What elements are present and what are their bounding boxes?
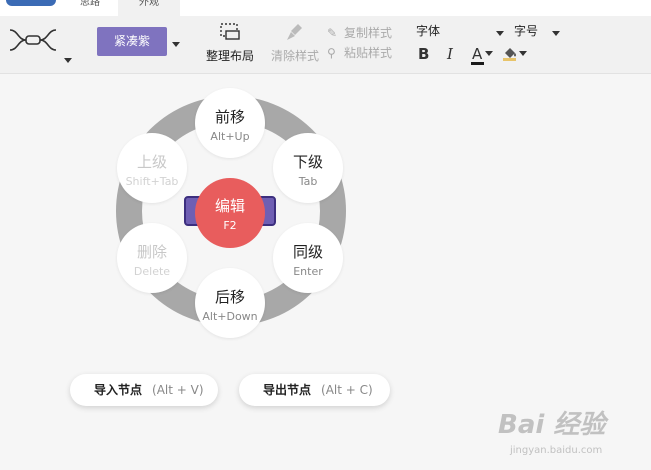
paste-style-label: 粘贴样式 [344, 46, 393, 60]
move-down-button[interactable]: 后移 Alt+Down [195, 268, 265, 338]
tab-idea[interactable]: 思路 [80, 0, 100, 8]
add-child-shortcut: Tab [298, 175, 318, 188]
font-family-value: 字体 [416, 24, 441, 38]
paste-style-button[interactable]: ⚲ 粘贴样式 [327, 44, 392, 61]
theme-dropdown-caret[interactable] [172, 42, 180, 47]
move-down-label: 后移 [214, 288, 245, 306]
layout-icon [220, 23, 240, 40]
font-size-caret[interactable] [552, 31, 560, 36]
structure-dropdown-caret[interactable] [64, 58, 72, 63]
move-up-button[interactable]: 前移 Alt+Up [195, 88, 265, 158]
add-child-button[interactable]: 下级 Tab [273, 133, 343, 203]
export-node-label: 导出节点 [263, 383, 312, 397]
tab-strip: 思路 外观 [0, 0, 651, 16]
copy-style-label: 复制样式 [344, 26, 393, 40]
copy-style-button[interactable]: ✎ 复制样式 [327, 24, 392, 41]
import-node-button[interactable]: 导入节点 (Alt + V) [70, 374, 218, 406]
import-node-label: 导入节点 [94, 383, 143, 397]
export-node-shortcut: (Alt + C) [321, 383, 373, 397]
app-menu-button[interactable] [6, 0, 56, 6]
move-up-label: 前移 [214, 108, 245, 126]
edit-shortcut: F2 [223, 219, 237, 232]
font-color-caret[interactable] [485, 51, 493, 56]
delete-button[interactable]: 删除 Delete [117, 223, 187, 293]
edit-label: 编辑 [214, 197, 245, 215]
add-parent-shortcut: Shift+Tab [125, 175, 179, 188]
add-parent-label: 上级 [136, 153, 167, 171]
baidu-jingyan-watermark: Bai 经验 jingyan.baidu.com [498, 400, 648, 464]
toolbar: 紧凑紫 整理布局 清除样式 ✎ 复制样式 ⚲ 粘贴样式 字体 字号 [0, 16, 651, 74]
watermark-url: jingyan.baidu.com [510, 445, 603, 456]
add-parent-button[interactable]: 上级 Shift+Tab [117, 133, 187, 203]
font-size-value: 字号 [514, 24, 539, 38]
theme-button[interactable]: 紧凑紫 [97, 27, 167, 56]
font-family-caret[interactable] [496, 31, 504, 36]
add-child-label: 下级 [292, 153, 323, 171]
background-color-caret[interactable] [519, 51, 527, 56]
font-family-select[interactable]: 字体 [416, 22, 506, 39]
clear-style-label: 清除样式 [270, 49, 319, 63]
delete-label: 删除 [136, 243, 167, 261]
structure-selector[interactable] [8, 22, 74, 62]
arrange-layout-label: 整理布局 [205, 49, 254, 63]
font-color-swatch [471, 62, 484, 65]
tab-appearance[interactable]: 外观 [118, 0, 180, 16]
font-color-button[interactable]: A [472, 45, 483, 63]
move-up-shortcut: Alt+Up [210, 130, 250, 143]
clear-style-button[interactable]: 清除样式 [268, 22, 322, 64]
font-size-select[interactable]: 字号 [514, 22, 560, 39]
background-color-button[interactable] [502, 45, 518, 65]
watermark-logo: Bai 经验 [498, 410, 606, 440]
export-node-button[interactable]: 导出节点 (Alt + C) [239, 374, 390, 406]
brush-icon [287, 24, 302, 40]
import-node-shortcut: (Alt + V) [152, 383, 204, 397]
add-sibling-button[interactable]: 同级 Enter [273, 223, 343, 293]
add-sibling-label: 同级 [292, 243, 323, 261]
italic-button[interactable]: I [447, 45, 453, 63]
move-down-shortcut: Alt+Down [202, 310, 258, 323]
paste-style-icon: ⚲ [327, 46, 336, 60]
copy-style-icon: ✎ [327, 26, 338, 40]
bold-button[interactable]: B [418, 45, 430, 63]
delete-shortcut: Delete [133, 265, 171, 278]
mindmap-structure-icon [9, 29, 57, 51]
arrange-layout-button[interactable]: 整理布局 [203, 22, 257, 64]
paint-bucket-icon [503, 48, 516, 61]
edit-button[interactable]: 编辑 F2 [195, 178, 265, 248]
add-sibling-shortcut: Enter [293, 265, 323, 278]
